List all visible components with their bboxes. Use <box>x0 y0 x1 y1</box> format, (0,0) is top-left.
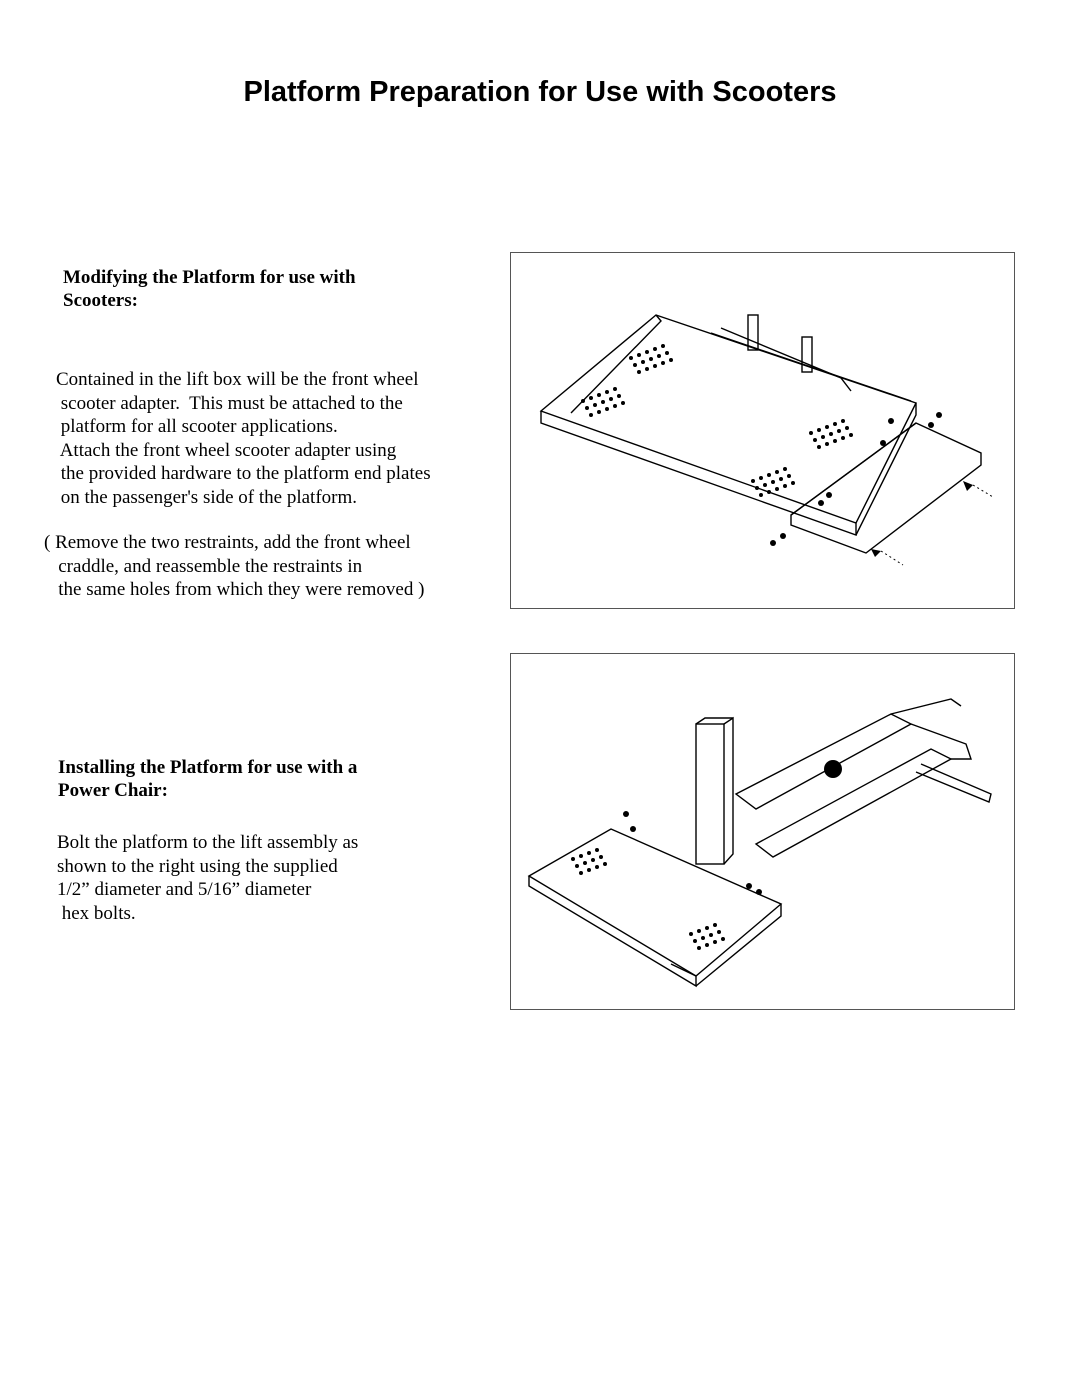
mesh-pattern-4 <box>689 923 725 950</box>
figure-scooter-adapter <box>510 252 1015 609</box>
scooter-instructions: Contained in the lift box will be the fr… <box>56 369 431 508</box>
section-heading-power-chair: Installing the Platform for use with a P… <box>58 757 358 801</box>
mesh-pattern-1 <box>581 344 673 417</box>
mesh-pattern-3 <box>571 848 607 875</box>
platform-with-scooter-adapter-drawing <box>539 314 994 566</box>
page-title: Platform Preparation for Use with Scoote… <box>243 76 837 108</box>
restraints-note: ( Remove the two restraints, add the fro… <box>44 532 425 600</box>
figure-lift-assembly <box>510 653 1015 1010</box>
mesh-pattern-2 <box>751 419 853 497</box>
platform-bolted-to-lift-assembly-drawing <box>527 698 992 988</box>
section-heading-scooters: Modifying the Platform for use with Scoo… <box>63 267 356 311</box>
power-chair-instructions: Bolt the platform to the lift assembly a… <box>57 832 359 924</box>
